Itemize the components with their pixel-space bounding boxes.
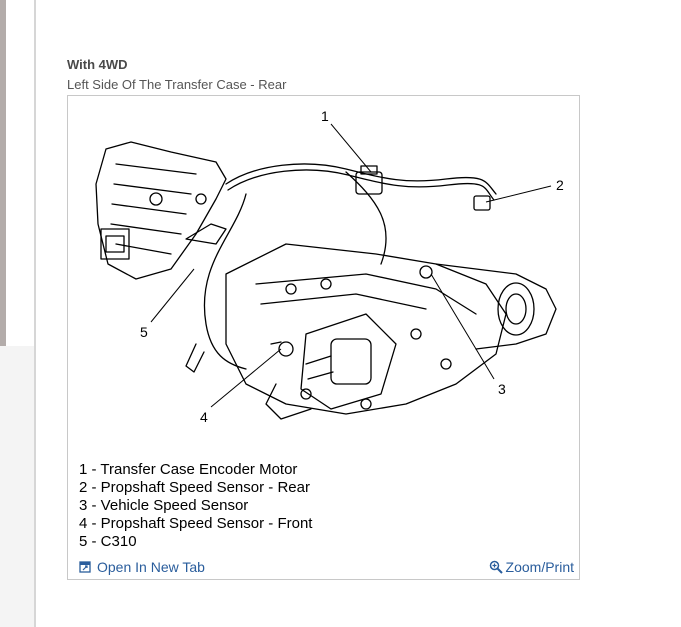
open-in-new-tab-link[interactable]: Open In New Tab [79, 559, 205, 575]
legend-item: 4 - Propshaft Speed Sensor - Front [79, 515, 313, 532]
figure-card: 1 2 3 4 5 1 - Transfer Case Encoder Moto… [67, 95, 580, 580]
section-subtitle: Left Side Of The Transfer Case - Rear [67, 77, 287, 92]
side-panel-divider [34, 0, 36, 627]
window-edge-strip [0, 0, 6, 346]
legend-item: 5 - C310 [79, 533, 137, 550]
legend-item: 1 - Transfer Case Encoder Motor [79, 461, 298, 478]
legend-item: 3 - Vehicle Speed Sensor [79, 497, 249, 514]
callout-1: 1 [321, 108, 329, 124]
zoom-print-label: Zoom/Print [505, 559, 574, 575]
section-title: With 4WD [67, 57, 128, 72]
side-panel-background [0, 346, 34, 627]
open-new-tab-icon [79, 561, 91, 573]
open-in-new-tab-label: Open In New Tab [97, 559, 205, 575]
transfer-case-diagram[interactable]: 1 2 3 4 5 [76, 104, 572, 454]
callout-4: 4 [200, 409, 208, 425]
callout-3: 3 [498, 381, 506, 397]
callout-5: 5 [140, 324, 148, 340]
zoom-print-link[interactable]: Zoom/Print [489, 559, 574, 575]
figure-footer: Open In New Tab Zoom/Print [68, 556, 579, 580]
legend: 1 - Transfer Case Encoder Motor 2 - Prop… [79, 461, 312, 551]
legend-item: 2 - Propshaft Speed Sensor - Rear [79, 479, 310, 496]
callout-2: 2 [556, 177, 564, 193]
magnifier-icon [489, 560, 503, 574]
